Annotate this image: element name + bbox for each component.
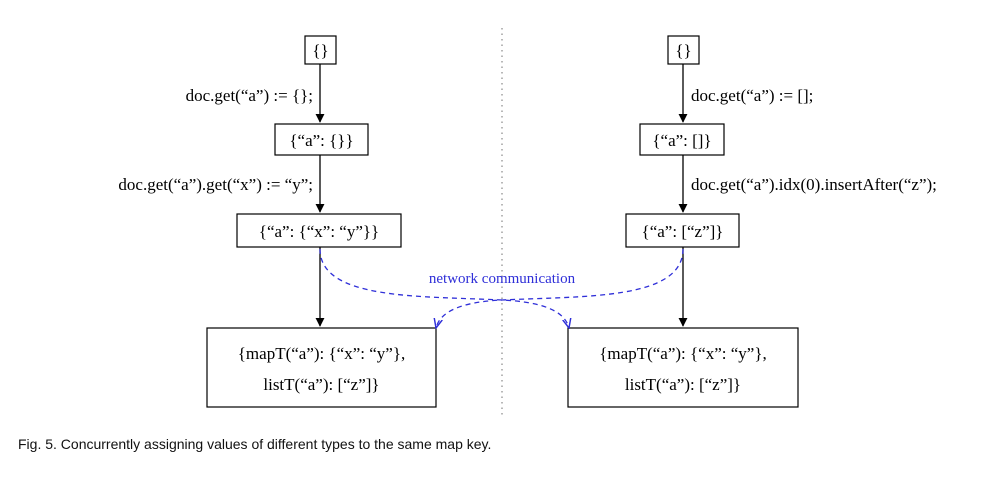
network-label: network communication bbox=[429, 271, 576, 287]
right-initial-label: {} bbox=[675, 41, 691, 60]
left-state2-node bbox=[236, 213, 402, 248]
left-merged-line2: listT(“a”): [“z”]} bbox=[263, 375, 379, 394]
right-merged-line1: {mapT(“a”): {“x”: “y”}, bbox=[599, 344, 766, 363]
left-replica: {} doc.get(“a”) := {}; {“a”: {}} doc.get… bbox=[118, 35, 437, 408]
left-state2-label: {“a”: {“x”: “y”}} bbox=[259, 222, 379, 241]
left-initial-label: {} bbox=[312, 41, 328, 60]
right-op2-label: doc.get(“a”).idx(0).insertAfter(“z”); bbox=[691, 175, 937, 194]
left-op2-label: doc.get(“a”).get(“x”) := “y”; bbox=[118, 175, 313, 194]
network-arrow-left-to-right bbox=[319, 248, 569, 328]
right-replica: {} doc.get(“a”) := []; {“a”: []} doc.get… bbox=[567, 35, 937, 408]
left-merged-line1: {mapT(“a”): {“x”: “y”}, bbox=[238, 344, 405, 363]
right-state2-label: {“a”: [“z”]} bbox=[642, 222, 724, 241]
right-merged-line2: listT(“a”): [“z”]} bbox=[625, 375, 741, 394]
right-op1-label: doc.get(“a”) := []; bbox=[691, 86, 813, 105]
left-state1-node bbox=[274, 123, 369, 156]
left-op1-label: doc.get(“a”) := {}; bbox=[186, 86, 313, 105]
right-state2-node bbox=[625, 213, 740, 248]
figure-caption: Fig. 5. Concurrently assigning values of… bbox=[18, 436, 492, 452]
network-arrow-right-to-left bbox=[436, 248, 684, 328]
right-state1-label: {“a”: []} bbox=[652, 131, 711, 150]
network-communication: network communication bbox=[319, 248, 684, 328]
left-merged-node bbox=[206, 327, 437, 408]
left-state1-label: {“a”: {}} bbox=[289, 131, 353, 150]
right-merged-node bbox=[567, 327, 799, 408]
right-state1-node bbox=[639, 123, 725, 156]
right-initial-node bbox=[667, 35, 700, 65]
